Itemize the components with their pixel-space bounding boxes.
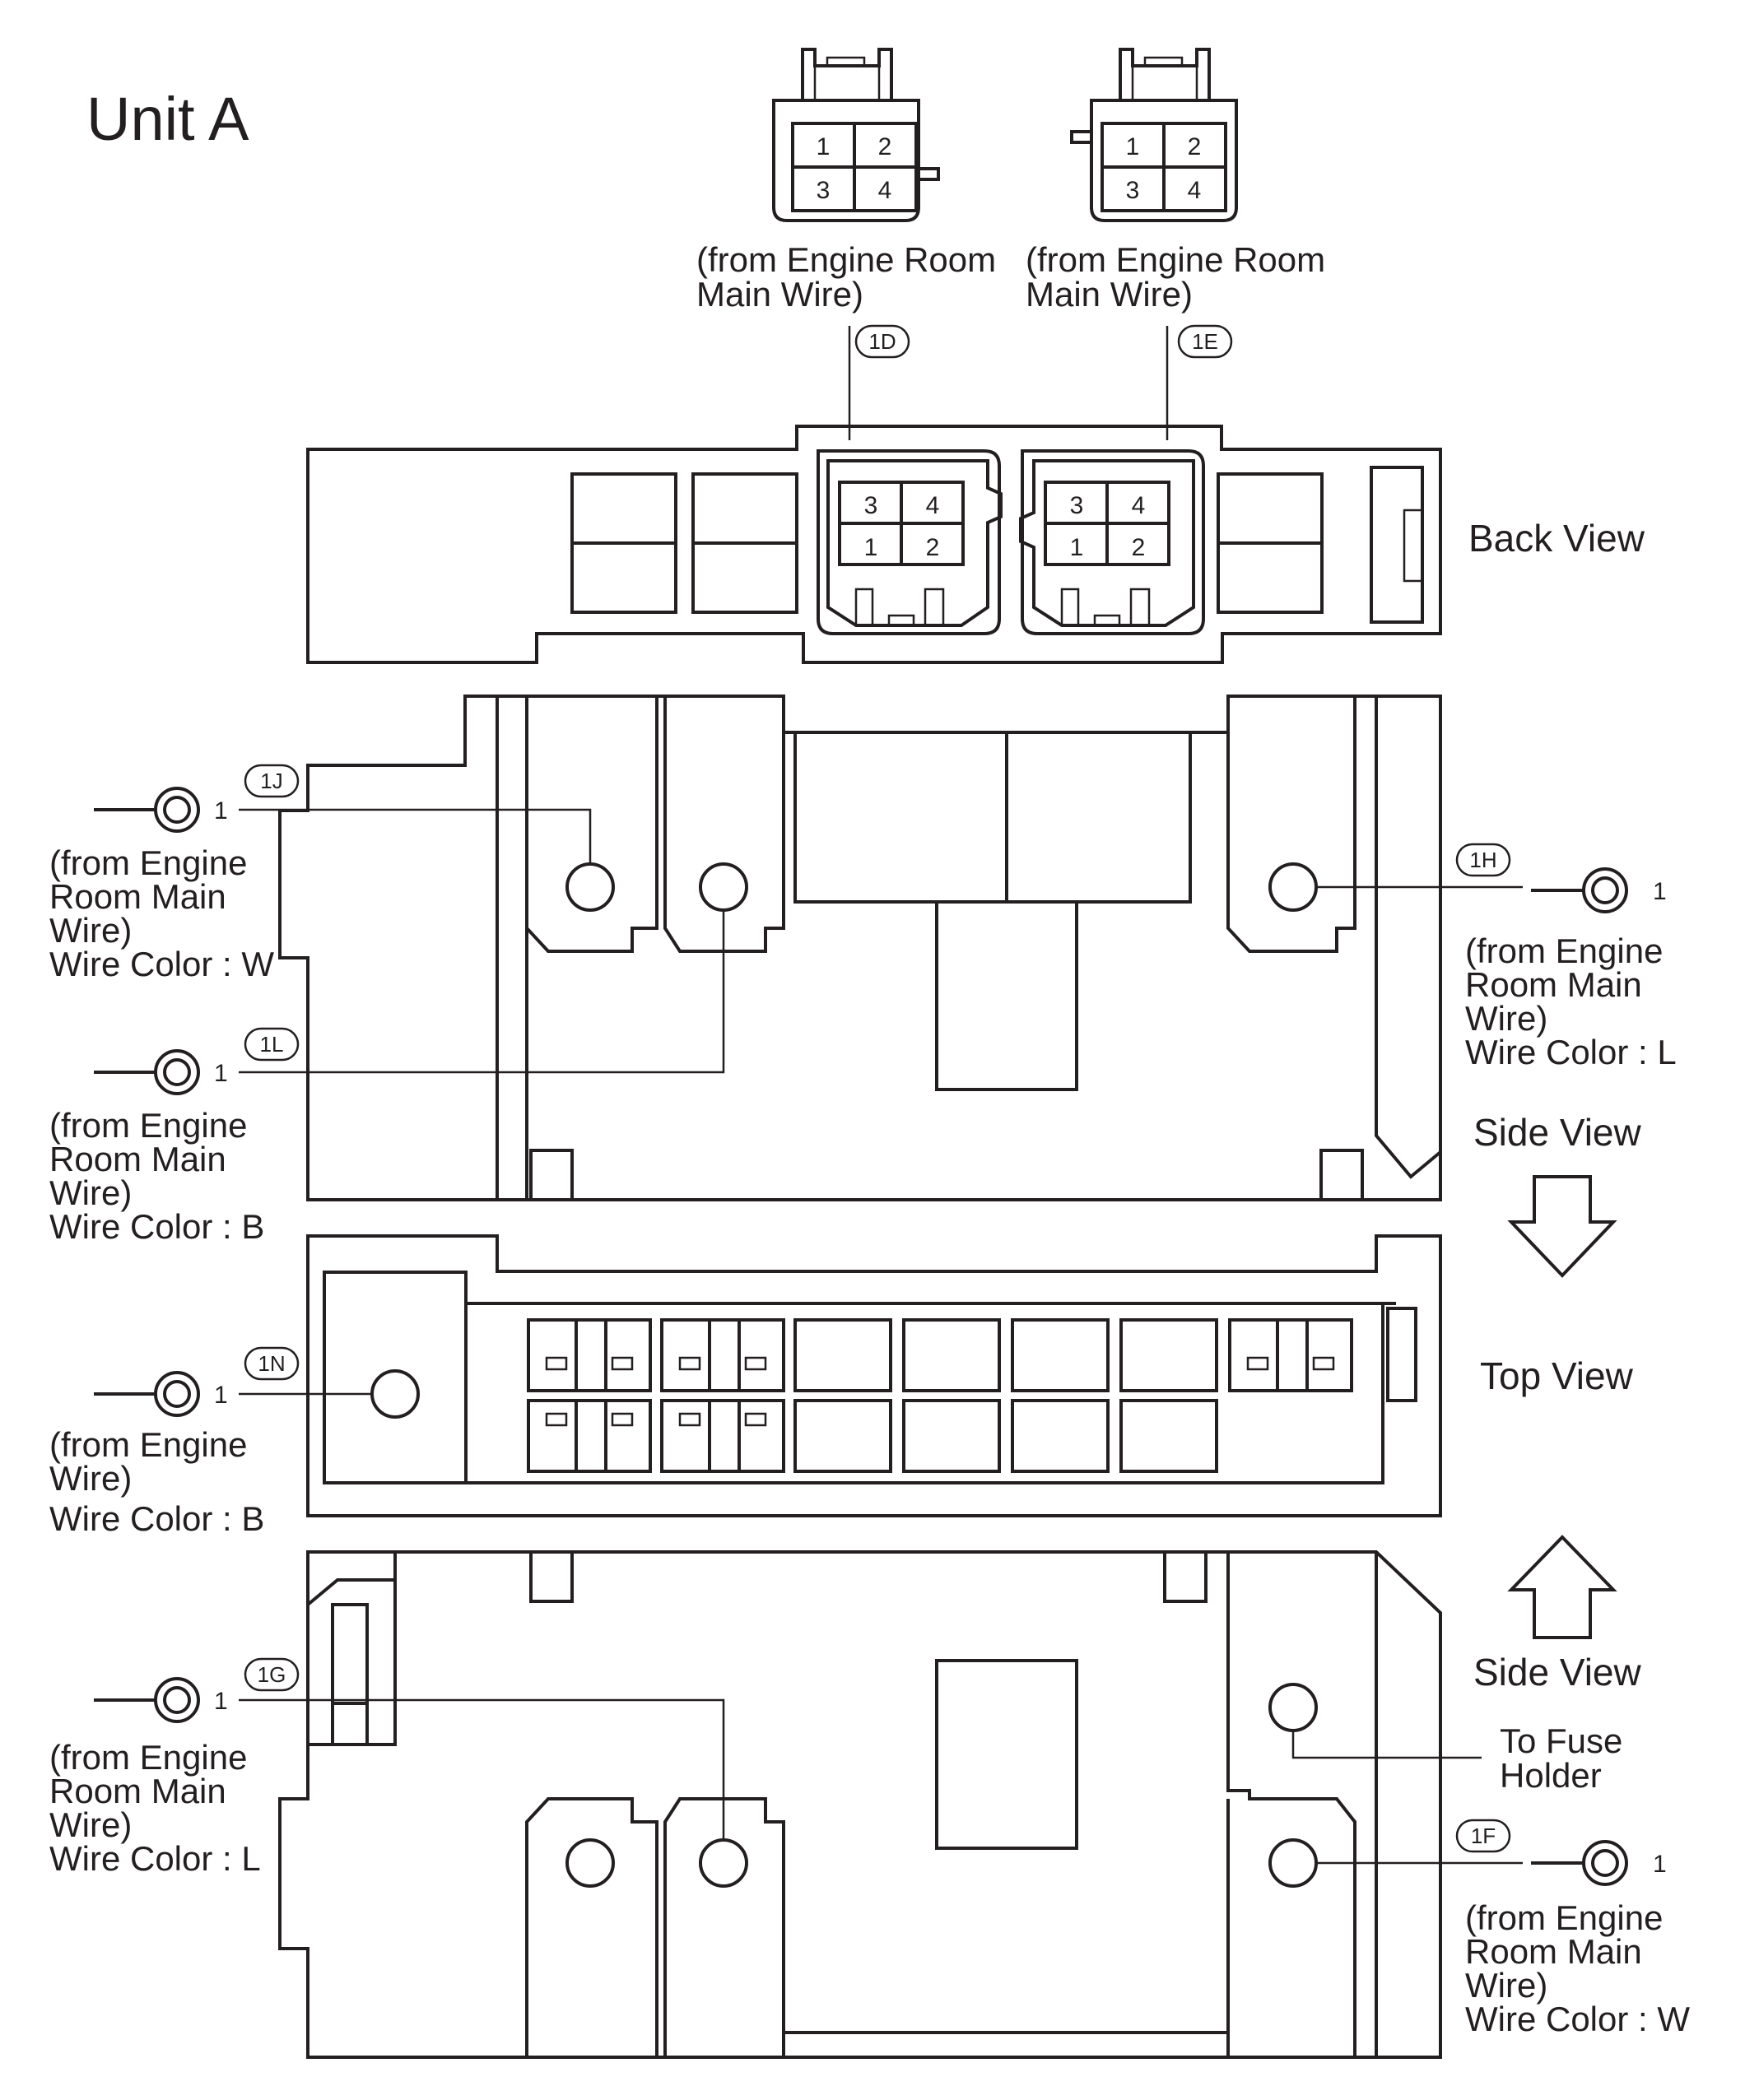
terminal-1f-line4: Wire Color : W [1465, 2000, 1690, 2038]
terminal-1n-line2: Wire) [49, 1459, 132, 1498]
connector-1e-back: 3 4 1 2 [1019, 449, 1205, 635]
connector-1e-front-pin-4: 4 [1188, 177, 1202, 204]
terminal-1f-pin: 1 [1653, 1851, 1667, 1878]
side-view-bottom-housing [278, 1550, 1442, 2059]
terminal-1j-badge [244, 764, 300, 798]
connector-1d-front-pin-4: 4 [878, 177, 892, 204]
terminal-1j-pin: 1 [214, 797, 228, 825]
terminal-1n-line3: Wire Color : B [49, 1499, 264, 1538]
connector-1e-back-pin-4: 4 [1132, 492, 1146, 519]
connector-1e-back-pin-3: 3 [1070, 492, 1084, 519]
fuse-relay-grid [527, 1318, 1353, 1473]
side-view-top-housing [278, 695, 1442, 1201]
terminal-1g-line2: Room Main [49, 1772, 226, 1810]
connector-1d-back-pin-1: 1 [864, 534, 878, 561]
connector-1d-front-pin-2: 2 [878, 133, 892, 160]
back-view-housing [306, 425, 1442, 664]
terminal-1n-pin: 1 [214, 1382, 228, 1409]
connector-1d-front-pin-1: 1 [817, 133, 831, 160]
connector-1d-front-pin-3: 3 [817, 177, 831, 204]
connector-1e-back-pin-2: 2 [1132, 534, 1146, 561]
diagram-title: Unit A [86, 85, 249, 153]
top-view-housing [306, 1234, 1442, 1517]
terminal-1h-pin: 1 [1653, 878, 1667, 905]
terminal-1n-badge [244, 1346, 300, 1381]
terminal-1h: 1H 1 (from Engine Room Main Wire) Wire C… [1316, 843, 1677, 1071]
terminal-1g-line1: (from Engine [49, 1738, 247, 1777]
terminal-1j: 1J 1 (from Engine Room Main Wire) Wire C… [49, 764, 592, 983]
terminal-1h-badge [1455, 843, 1511, 877]
terminal-1g-pin: 1 [214, 1688, 228, 1715]
terminal-1g-line4: Wire Color : L [49, 1839, 261, 1878]
terminal-1j-line4: Wire Color : W [49, 945, 274, 983]
connector-1d-back-pin-4: 4 [926, 492, 940, 519]
terminal-1f-line3: Wire) [1465, 1966, 1547, 2005]
fuse-holder-callout: To Fuse Holder [1291, 1721, 1622, 1795]
terminal-1l-badge [244, 1027, 300, 1062]
terminal-1f-line1: (from Engine [1465, 1898, 1663, 1937]
connector-1e-front-pin-2: 2 [1188, 133, 1202, 160]
terminal-1h-line2: Room Main [1465, 965, 1642, 1004]
connector-1e-desc-line1: (from Engine Room [1026, 240, 1325, 279]
connector-1d-badge [854, 324, 910, 359]
connector-1d-desc-line1: (from Engine Room [696, 240, 996, 279]
terminal-1l-line2: Room Main [49, 1140, 226, 1178]
fuse-holder-line2: Holder [1500, 1756, 1602, 1795]
connector-1d-code: 1D [868, 329, 896, 354]
terminal-1h-line3: Wire) [1465, 999, 1547, 1038]
arrow-up-icon [1507, 1535, 1617, 1639]
connector-1d-desc-line2: Main Wire) [696, 275, 863, 314]
side-view-bottom-label: Side View [1473, 1651, 1642, 1693]
connector-1e-front-pin-3: 3 [1126, 177, 1140, 204]
terminal-1g-line3: Wire) [49, 1805, 132, 1844]
terminal-1f-code: 1F [1471, 1824, 1496, 1848]
terminal-1n: 1N 1 (from Engine Wire) Wire Color : B [49, 1346, 372, 1538]
side-view-top-label: Side View [1473, 1111, 1642, 1154]
back-view-label: Back View [1468, 517, 1645, 560]
terminal-1l-line4: Wire Color : B [49, 1207, 264, 1246]
connector-1d-front: 1 2 3 4 [772, 48, 940, 222]
connector-1e-back-pin-1: 1 [1070, 534, 1084, 561]
connector-1d-back-pin-2: 2 [926, 534, 940, 561]
connector-1e-badge [1177, 324, 1233, 359]
terminal-1f: 1F 1 (from Engine Room Main Wire) Wire C… [1316, 1819, 1690, 2038]
connector-1e-desc-line2: Main Wire) [1026, 275, 1193, 314]
terminal-1j-line1: (from Engine [49, 843, 247, 882]
terminal-1j-code: 1J [260, 769, 282, 793]
terminal-1g: 1G 1 (from Engine Room Main Wire) Wire C… [49, 1657, 725, 1878]
terminal-1j-line2: Room Main [49, 877, 226, 916]
terminal-1j-line3: Wire) [49, 911, 132, 950]
terminal-1g-code: 1G [258, 1662, 286, 1687]
terminal-1l-pin: 1 [214, 1060, 228, 1087]
top-view-label: Top View [1480, 1354, 1634, 1397]
arrow-down-icon [1507, 1175, 1617, 1278]
terminal-1g-badge [244, 1657, 300, 1692]
terminal-1h-code: 1H [1469, 848, 1496, 872]
terminal-1f-badge [1455, 1819, 1511, 1853]
connector-1e-front-pin-1: 1 [1126, 133, 1140, 160]
terminal-1h-line1: (from Engine [1465, 932, 1663, 970]
connector-1e-front: 1 2 3 4 [1070, 48, 1238, 222]
terminal-1l-line1: (from Engine [49, 1106, 247, 1145]
terminal-1l-line3: Wire) [49, 1173, 132, 1212]
terminal-1l-code: 1L [260, 1032, 284, 1057]
connector-1d-back-pin-3: 3 [864, 492, 878, 519]
terminal-1f-line2: Room Main [1465, 1932, 1642, 1971]
terminal-1h-line4: Wire Color : L [1465, 1033, 1677, 1071]
connector-1e-code: 1E [1192, 329, 1218, 354]
terminal-1n-line1: (from Engine [49, 1425, 247, 1464]
terminal-1n-code: 1N [258, 1351, 285, 1376]
fuse-holder-line1: To Fuse [1500, 1721, 1622, 1760]
connector-1d-back: 3 4 1 2 [817, 449, 1003, 635]
terminal-1l: 1L 1 (from Engine Room Main Wire) Wire C… [49, 910, 725, 1246]
